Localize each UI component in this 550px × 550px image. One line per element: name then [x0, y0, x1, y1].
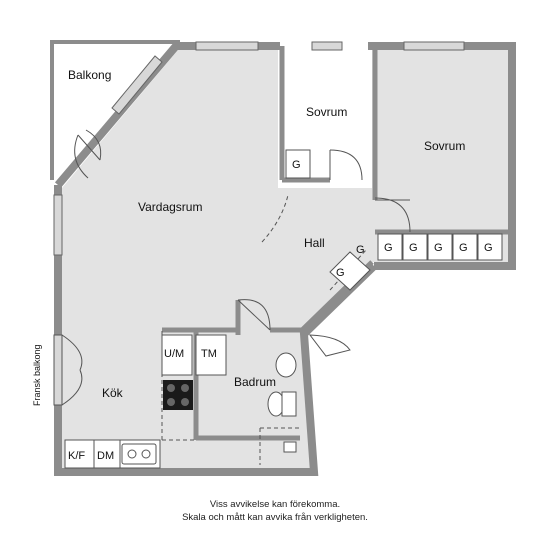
kitchen-counter: [64, 334, 227, 469]
door-arcs: [237, 149, 411, 357]
french-balcony-door: [53, 334, 83, 406]
bathroom-label: Badrum: [234, 375, 276, 389]
fridge-freezer-label: K/F: [68, 450, 85, 462]
dishwasher-label: DM: [97, 450, 114, 462]
wardrobe-label-8: G: [336, 267, 345, 279]
disclaimer-line-1: Viss avvikelse kan förekomma.: [209, 499, 341, 510]
wardrobe-label-2: G: [384, 242, 393, 254]
inner-walls: [162, 46, 508, 441]
balcony-door: [74, 129, 102, 179]
kitchen-label: Kök: [102, 386, 124, 400]
wardrobe-label-6: G: [484, 242, 493, 254]
wardrobe-label-5: G: [459, 242, 468, 254]
balcony-label: Balkong: [68, 68, 111, 82]
hall-label: Hall: [304, 236, 325, 250]
wardrobe-label-1: G: [292, 159, 301, 171]
bedroom-small-label: Sovrum: [306, 105, 347, 119]
french-balcony-label: Fransk balkong: [32, 344, 42, 406]
wardrobe-label-7: G: [356, 244, 365, 256]
dryer-cabinet-label: TM: [201, 348, 217, 360]
disclaimer-line-2: Skala och mått kan avvika från verklighe…: [182, 512, 368, 523]
bathroom-fixtures: [267, 352, 297, 453]
washer-dryer-label: U/M: [164, 348, 184, 360]
wardrobe-label-3: G: [409, 242, 418, 254]
disclaimer: Viss avvikelse kan förekomma. Skala och …: [0, 498, 550, 524]
windows: [53, 41, 465, 256]
wardrobe-label-4: G: [434, 242, 443, 254]
stove: [163, 380, 193, 410]
bedroom-large-label: Sovrum: [424, 139, 465, 153]
balcony-area: [50, 40, 180, 180]
wardrobes: [285, 149, 503, 291]
living-room-label: Vardagsrum: [138, 200, 202, 214]
